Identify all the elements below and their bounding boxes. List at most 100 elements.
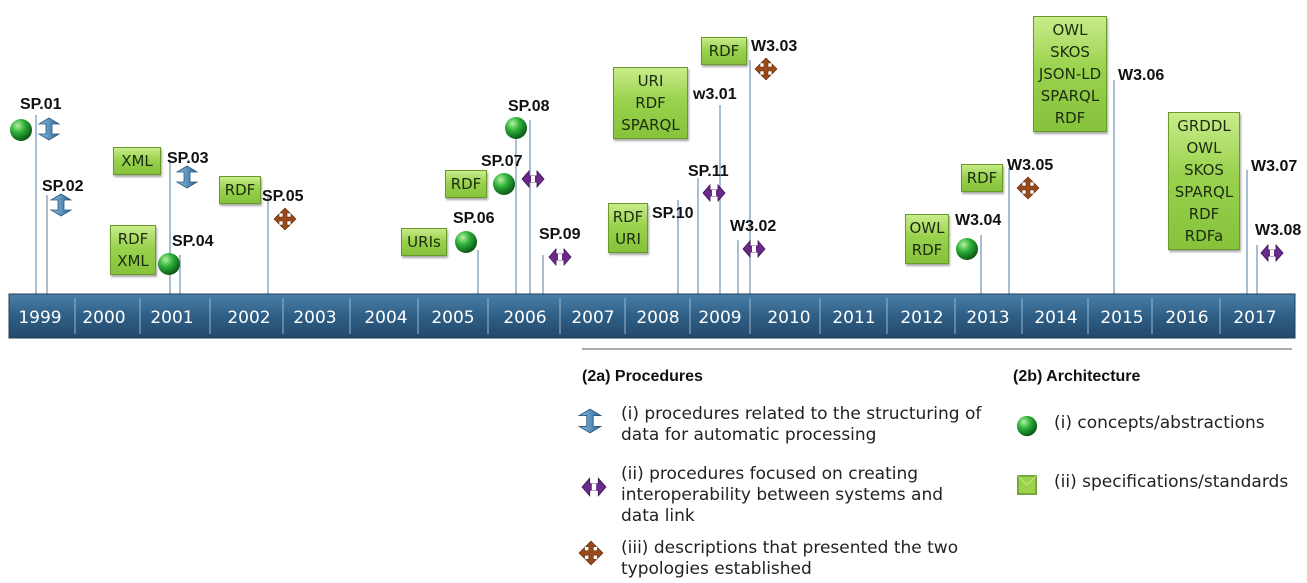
year-label: 2009 [698, 308, 741, 328]
both-typologies-icon [578, 540, 604, 566]
specification-item: GRDDL [1177, 117, 1231, 135]
year-label: 2015 [1100, 308, 1143, 328]
event-label-w3-07: W3.07 [1251, 158, 1298, 175]
specification-item: RDF [117, 230, 149, 248]
concept-circle-icon [956, 238, 978, 260]
specification-item: RDF [224, 181, 256, 199]
legend-procedure-item-text: (i) procedures related to the structurin… [621, 404, 982, 445]
event-label-sp-06: SP.06 [453, 210, 495, 227]
legend-architecture-item-text: (ii) specifications/standards [1054, 472, 1289, 492]
structuring-icon [37, 117, 61, 141]
specification-box: URI RDF SPARQL [613, 67, 688, 139]
event-label-w3-04: W3.04 [955, 212, 1002, 229]
interoperability-icon [742, 239, 766, 259]
legend-procedure-item-text: (ii) procedures focused on creating inte… [621, 464, 944, 526]
year-label: 2004 [364, 308, 407, 328]
specification-item: URI [615, 230, 641, 248]
specification-item: SPARQL [1174, 183, 1234, 201]
specification-item: URIs [407, 233, 441, 251]
legend-architecture-title: (2b) Architecture [1013, 368, 1141, 385]
year-label: 2014 [1034, 308, 1077, 328]
year-label: 2005 [431, 308, 474, 328]
interoperability-icon [548, 247, 572, 267]
specification-item: RDF [911, 241, 943, 259]
year-label: 2002 [227, 308, 270, 328]
concept-circle-icon [505, 117, 527, 139]
specification-box: OWL RDF [905, 214, 949, 264]
concept-circle-icon [493, 173, 515, 195]
specification-item: SPARQL [1040, 87, 1100, 105]
concept-circle-icon [455, 231, 477, 253]
specification-item: RDF [450, 175, 482, 193]
event-label-sp-08: SP.08 [508, 98, 550, 115]
specification-item: XML [117, 252, 149, 270]
legend-procedures-title: (2a) Procedures [582, 368, 703, 385]
event-label-sp-11: SP.11 [688, 163, 729, 180]
timeline-bar-background [8, 293, 1296, 339]
event-label-sp-03: SP.03 [167, 150, 209, 167]
year-label: 2016 [1165, 308, 1208, 328]
concept-circle-icon [158, 253, 180, 275]
event-label-sp-05: SP.05 [262, 188, 304, 205]
both-typologies-icon [273, 207, 297, 231]
specification-item: RDF [1188, 205, 1220, 223]
specification-box: GRDDL OWL SKOS SPARQL RDF RDFa [1168, 112, 1240, 250]
event-label-sp-10: SP.10 [652, 205, 694, 222]
specification-item: RDF [1054, 109, 1086, 127]
year-label: 2003 [293, 308, 336, 328]
structuring-icon [175, 165, 199, 189]
structuring-icon [577, 408, 603, 434]
specification-item: SPARQL [621, 116, 680, 134]
specification-box: RDF [701, 37, 747, 65]
concept-circle-icon [1016, 415, 1038, 437]
specification-item: JSON-LD [1038, 65, 1102, 83]
event-label-w3-02: W3.02 [730, 218, 777, 235]
event-label-sp-02: SP.02 [42, 178, 84, 195]
specification-box-icon [1017, 475, 1037, 495]
specification-box: RDF XML [110, 225, 156, 275]
both-typologies-icon [1016, 176, 1040, 200]
interoperability-icon [581, 477, 607, 497]
specification-box: RDF [961, 164, 1003, 192]
legend-procedure-item-text: (iii) descriptions that presented the tw… [621, 538, 959, 579]
year-label: 1999 [18, 308, 61, 328]
specification-item: OWL [1052, 21, 1088, 39]
event-label-w3-03: W3.03 [751, 38, 798, 55]
year-label: 2000 [82, 308, 125, 328]
event-label-sp-04: SP.04 [172, 233, 214, 250]
structuring-icon [49, 193, 73, 217]
year-label: 2010 [767, 308, 810, 328]
year-label: 2001 [150, 308, 193, 328]
specification-item: RDF [635, 94, 666, 112]
event-label-sp-09: SP.09 [539, 226, 581, 243]
specification-item: RDF [612, 208, 644, 226]
specification-item: OWL [909, 219, 945, 237]
specification-box: XML [113, 147, 161, 175]
year-label: 2013 [966, 308, 1009, 328]
specification-box: RDF [445, 170, 487, 198]
specification-item: URI [637, 72, 664, 90]
interoperability-icon [1260, 243, 1284, 263]
event-label-w3-05: W3.05 [1007, 157, 1054, 174]
legend-architecture-item-text: (i) concepts/abstractions [1054, 413, 1265, 433]
interoperability-icon [521, 169, 545, 189]
specification-box: RDF URI [608, 203, 648, 253]
concept-circle-icon [10, 119, 32, 141]
event-label-w3-06: W3.06 [1118, 67, 1165, 84]
specification-item: RDF [708, 42, 740, 60]
specification-box: RDF [219, 176, 261, 204]
event-label-sp-01: SP.01 [20, 96, 62, 113]
specification-item: SKOS [1184, 161, 1224, 179]
specification-box: URIs [401, 228, 447, 256]
specification-item: OWL [1186, 139, 1222, 157]
year-label: 2008 [636, 308, 679, 328]
event-label-sp-07: SP.07 [481, 153, 523, 170]
year-label: 2012 [900, 308, 943, 328]
specification-item: RDFa [1184, 227, 1224, 245]
both-typologies-icon [754, 57, 778, 81]
year-label: 2007 [571, 308, 614, 328]
interoperability-icon [702, 183, 726, 203]
